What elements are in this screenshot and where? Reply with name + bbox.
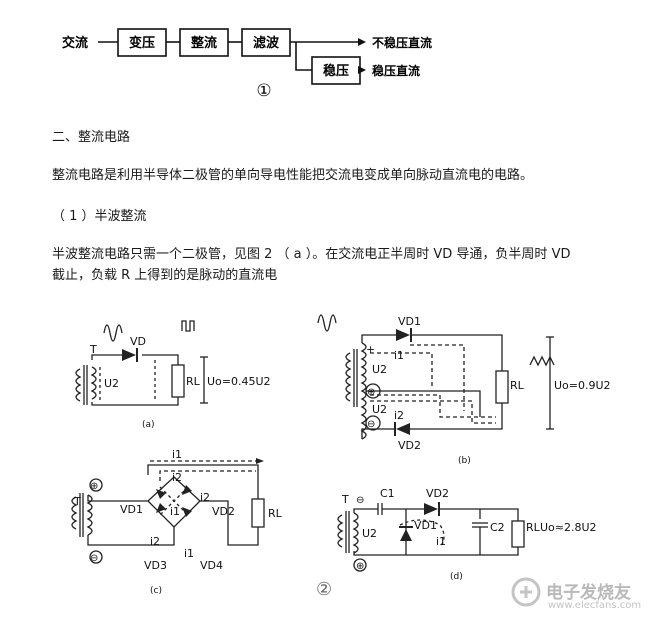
b-VD1-label: VD1 — [398, 315, 421, 328]
body-line-2: 截止，负载 R 上得到的是脉动的直流电 — [52, 268, 278, 283]
c-VD4-label: VD4 — [200, 559, 223, 572]
circuit-a — [75, 320, 208, 406]
a-T-label: T — [89, 343, 97, 356]
a-Uo-label: Uo=0.45U2 — [207, 375, 271, 388]
c-minus: ⊖ — [90, 553, 98, 564]
c-i1-mid: i1 — [170, 505, 180, 518]
watermark-brand: 电子发烧友 — [546, 583, 631, 603]
block-rectifier: 整流 — [190, 35, 217, 51]
section-intro: 整流电路是利用半导体二极管的单向导电性能把交流电变成单向脉动直流电的电路。 — [52, 168, 534, 183]
a-RL-label: RL — [186, 375, 201, 388]
d-C2-label: C2 — [490, 521, 505, 534]
output-stable: 稳压直流 — [372, 63, 420, 78]
c-VD3-label: VD3 — [144, 559, 167, 572]
figure-1-label: ① — [256, 81, 271, 101]
b-plus-circle: ⊕ — [367, 387, 375, 398]
d-minus: ⊖ — [356, 495, 364, 506]
power-supply-block-diagram: 交流 变压 整流 滤波 稳压 不稳压直流 稳压直流 ① — [62, 28, 432, 101]
d-plus: ⊕ — [356, 561, 364, 572]
b-U2b-label: U2 — [372, 403, 387, 416]
circuit-c — [71, 460, 265, 564]
b-VD2-label: VD2 — [398, 439, 421, 452]
section-heading: 二、整流电路 — [52, 130, 131, 145]
c-i2-mid: i2 — [200, 491, 210, 504]
block-transformer: 变压 — [129, 35, 155, 51]
b-plus-top: + — [366, 343, 375, 356]
d-i1-label: i1 — [436, 535, 446, 548]
a-U2-label: U2 — [104, 377, 119, 390]
d-VD2-label: VD2 — [426, 487, 449, 500]
c-plus: ⊕ — [90, 481, 98, 492]
figure-2-label: ② — [316, 579, 332, 600]
b-Uo-label: Uo=0.9U2 — [554, 379, 611, 392]
c-i2-bot: i2 — [150, 535, 160, 548]
d-RL-label: RL — [526, 521, 541, 534]
d-VD1-label: VD1 — [414, 519, 437, 532]
output-unstable: 不稳压直流 — [372, 35, 432, 50]
d-U2-label: U2 — [362, 527, 377, 540]
body-line-1: 半波整流电路只需一个二极管，见图 2 （ a ）。在交流电正半周时 VD 导通，… — [52, 247, 571, 262]
c-caption: (c) — [150, 586, 162, 596]
block-filter: 滤波 — [253, 35, 280, 51]
circuit-d — [337, 503, 525, 556]
b-i1-label: i1 — [394, 349, 404, 362]
c-VD2-label: VD2 — [212, 505, 235, 518]
d-Uo-label: Uo≈2.8U2 — [540, 521, 597, 534]
c-i2-top: i2 — [172, 471, 182, 484]
circuit-b — [317, 314, 555, 440]
d-T-label: T — [341, 493, 349, 506]
b-RL-label: RL — [510, 379, 525, 392]
b-U2a-label: U2 — [372, 363, 387, 376]
c-T-label: T — [73, 495, 81, 508]
c-VD1-label: VD1 — [120, 503, 143, 516]
c-i1-top: i1 — [172, 448, 182, 461]
rectifier-circuit-figures: T VD U2 RL Uo=0.45U2 (a) VD1 i1 + U2 ⊕ U… — [71, 314, 611, 600]
d-caption: (d) — [450, 572, 463, 582]
block-regulator: 稳压 — [323, 63, 349, 79]
d-C1-label: C1 — [380, 487, 395, 500]
flow-input: 交流 — [62, 35, 88, 51]
a-VD-label: VD — [130, 335, 146, 348]
b-caption: (b) — [458, 456, 471, 466]
c-RL-label: RL — [268, 507, 283, 520]
watermark-logo-icon — [511, 577, 541, 607]
sub-heading: （ 1 ）半波整流 — [52, 209, 147, 224]
watermark-url: www.elecfans.com — [548, 600, 642, 611]
c-i1-bot: i1 — [184, 547, 194, 560]
a-caption: (a) — [142, 420, 155, 430]
b-i2-label: i2 — [394, 409, 404, 422]
b-minus-circle: ⊖ — [367, 419, 375, 430]
